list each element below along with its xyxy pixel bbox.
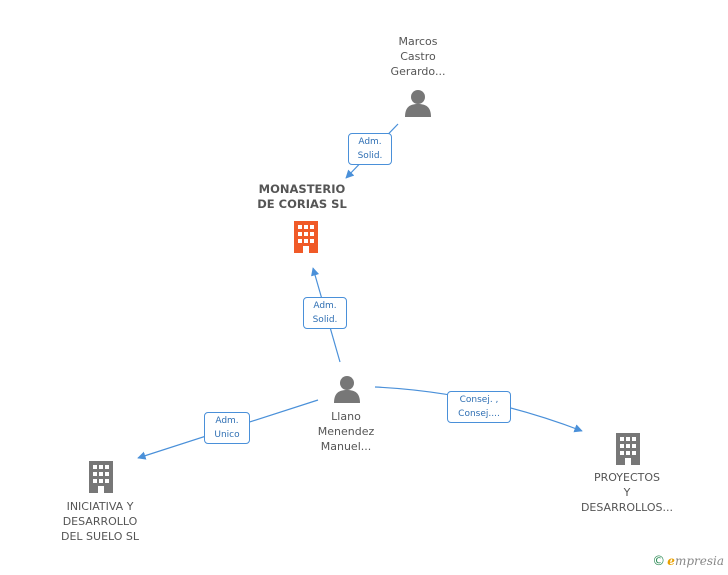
node-label-line: MONASTERIO xyxy=(258,182,346,196)
edge-badge-line: Adm. xyxy=(358,137,382,147)
building-icon-highlighted[interactable] xyxy=(291,219,321,253)
person-icon[interactable] xyxy=(404,88,432,118)
node-label-line: Manuel... xyxy=(320,440,372,453)
edge-badge-marcos-monasterio[interactable]: Adm. Solid. xyxy=(348,133,392,165)
node-label-line: Y xyxy=(623,486,631,499)
node-label-marcos[interactable]: Marcos Castro Gerardo... xyxy=(378,34,458,79)
edge-badge-line: Solid. xyxy=(357,151,383,161)
building-icon[interactable] xyxy=(613,431,643,465)
edge-badge-line: Adm. xyxy=(313,301,337,311)
node-label-line: Menendez xyxy=(317,425,375,438)
edge-badge-line: Unico xyxy=(214,430,240,440)
edge-badge-line: Adm. xyxy=(215,416,239,426)
node-label-line: Llano xyxy=(331,410,361,423)
node-label-line: Marcos xyxy=(398,35,438,48)
node-label-iniciativa[interactable]: INICIATIVA Y DESARROLLO DEL SUELO SL xyxy=(44,499,156,544)
brand-name: mpresia xyxy=(674,554,724,568)
edge-badge-line: Consej.... xyxy=(458,409,500,419)
edge-badge-line: Consej. , xyxy=(459,395,499,405)
node-label-proyectos[interactable]: PROYECTOS Y DESARROLLOS... xyxy=(571,470,683,515)
brand-initial: e xyxy=(667,554,675,568)
copyright-icon: © xyxy=(652,554,666,569)
edge-badge-llano-proyectos[interactable]: Consej. , Consej.... xyxy=(447,391,511,423)
node-label-line: PROYECTOS xyxy=(593,471,661,484)
edge-badge-line: Solid. xyxy=(312,315,338,325)
node-label-line: Gerardo... xyxy=(390,65,446,78)
node-label-monasterio[interactable]: MONASTERIO DE CORIAS SL xyxy=(242,182,362,212)
node-label-line: DEL SUELO SL xyxy=(60,530,140,543)
edge-badge-llano-iniciativa[interactable]: Adm. Unico xyxy=(204,412,250,444)
node-label-line: DESARROLLOS... xyxy=(580,501,674,514)
building-icon[interactable] xyxy=(86,459,116,493)
node-label-line: INICIATIVA Y xyxy=(66,500,134,513)
edge-badge-llano-monasterio[interactable]: Adm. Solid. xyxy=(303,297,347,329)
empresia-watermark: ©empresia xyxy=(652,554,724,569)
node-label-line: Castro xyxy=(400,50,436,63)
node-label-line: DESARROLLO xyxy=(62,515,138,528)
person-icon[interactable] xyxy=(333,374,361,404)
node-label-line: DE CORIAS SL xyxy=(257,197,347,211)
node-label-llano[interactable]: Llano Menendez Manuel... xyxy=(306,409,386,454)
